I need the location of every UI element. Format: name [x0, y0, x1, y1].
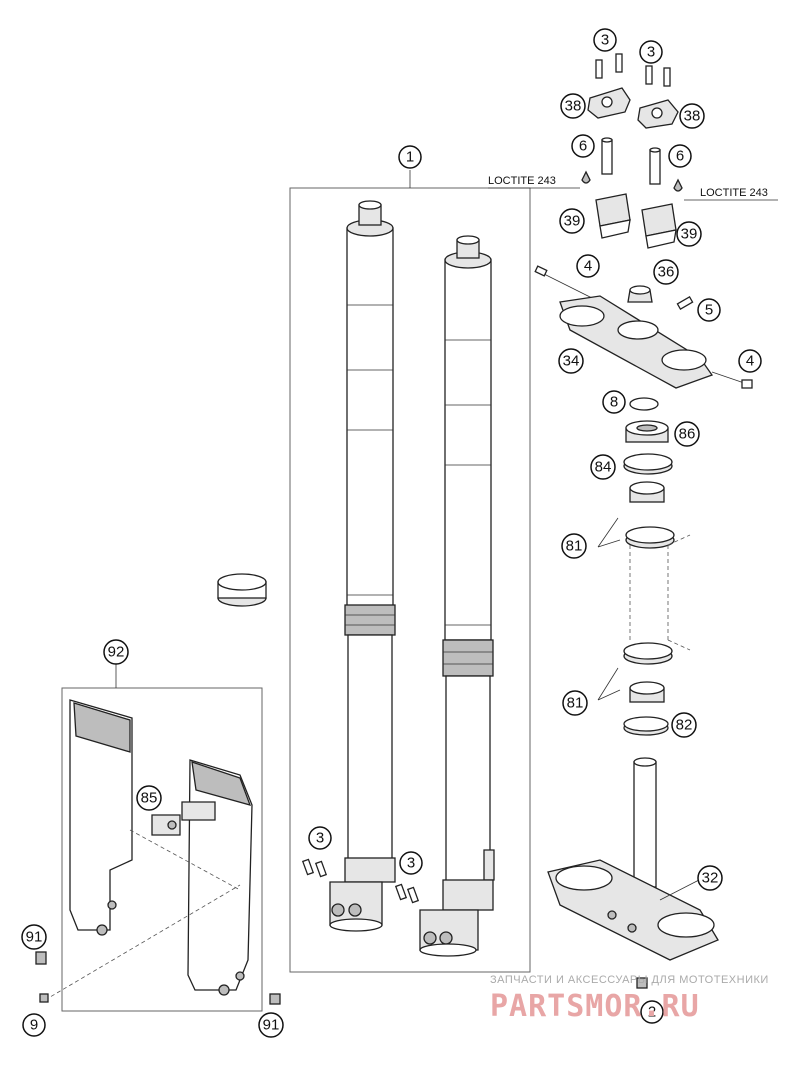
axle-clamp-screws-left: [301, 858, 328, 878]
clamp-bolt-left: [601, 137, 613, 175]
svg-text:4: 4: [746, 353, 754, 370]
svg-text:85: 85: [141, 790, 158, 807]
callout-3-top-left: 3: [593, 28, 617, 52]
fork-leg-left: [329, 200, 396, 932]
callout-4-right: 4: [738, 349, 762, 373]
svg-text:3: 3: [647, 44, 655, 61]
fork-guard-frame: [61, 687, 263, 1012]
callout-81-top: 81: [561, 533, 587, 559]
loctite-label-right: LOCTITE 243: [700, 187, 768, 199]
lower-triple-clamp: [547, 757, 719, 961]
svg-text:82: 82: [676, 717, 693, 734]
watermark-caption: ЗАПЧАСТИ И АКСЕССУАРЫ ДЛЯ МОТОТЕХНИКИ: [490, 974, 769, 986]
svg-text:91: 91: [263, 1017, 280, 1034]
callout-39-right: 39: [676, 221, 702, 247]
svg-text:5: 5: [705, 302, 713, 319]
top-triple-clamp: [534, 265, 753, 389]
callout-3-fork-right: 3: [399, 851, 423, 875]
axle-clamp-screws-right: [394, 883, 420, 904]
callout-84: 84: [590, 454, 616, 480]
svg-text:39: 39: [564, 213, 581, 230]
svg-text:84: 84: [595, 459, 612, 476]
callout-39-left: 39: [559, 208, 585, 234]
callout-6-left: 6: [571, 134, 595, 158]
svg-text:81: 81: [566, 538, 583, 555]
svg-text:39: 39: [681, 226, 698, 243]
svg-text:2: 2: [648, 1004, 656, 1021]
svg-text:34: 34: [563, 353, 580, 370]
svg-text:81: 81: [567, 695, 584, 712]
handlebar-bolts-left: [595, 53, 623, 79]
bearing-ring-top: [623, 453, 673, 475]
svg-text:38: 38: [684, 108, 701, 125]
handlebar-clamp-top-left: [587, 87, 631, 119]
svg-text:9: 9: [30, 1017, 38, 1034]
svg-text:32: 32: [702, 870, 719, 887]
callout-91-left: 91: [21, 924, 47, 950]
callout-91-right: 91: [258, 1012, 284, 1038]
svg-text:1: 1: [406, 149, 414, 166]
callout-82: 82: [671, 712, 697, 738]
callout-6-right: 6: [668, 144, 692, 168]
loctite-label-left: LOCTITE 243: [488, 175, 556, 187]
svg-text:3: 3: [316, 830, 324, 847]
svg-text:4: 4: [584, 258, 592, 275]
lower-clamp-screw: [636, 977, 648, 989]
callout-8: 8: [602, 390, 626, 414]
callout-3-top-right: 3: [639, 40, 663, 64]
svg-text:86: 86: [679, 426, 696, 443]
fork-leg-right: [419, 235, 495, 957]
svg-text:36: 36: [658, 264, 675, 281]
callout-85: 85: [136, 785, 162, 811]
handlebar-bolts-right: [645, 65, 671, 87]
svg-text:3: 3: [407, 855, 415, 872]
callout-3-fork-left: 3: [308, 826, 332, 850]
watermark-brand: PARTSMOR.RU: [490, 989, 700, 1024]
callout-5: 5: [697, 298, 721, 322]
svg-text:92: 92: [108, 644, 125, 661]
callout-36: 36: [653, 259, 679, 285]
svg-text:38: 38: [565, 98, 582, 115]
bearing-cup-bottom: [623, 642, 673, 665]
handlebar-clamp-lower-right: [641, 203, 677, 249]
seal: [625, 420, 669, 443]
lower-seal: [623, 716, 669, 736]
callout-32: 32: [697, 865, 723, 891]
bearing-bottom: [629, 681, 665, 703]
clamp-bolt-right: [649, 147, 661, 185]
svg-text:3: 3: [601, 32, 609, 49]
loctite-drop-right: [673, 178, 683, 192]
svg-text:6: 6: [579, 138, 587, 155]
callout-2: 2: [640, 1000, 664, 1024]
fork-guard-right: [187, 759, 253, 996]
guard-screw-left: [35, 951, 47, 965]
callout-92: 92: [103, 639, 129, 665]
callout-9: 9: [22, 1013, 46, 1037]
fork-nut-ring: [217, 573, 267, 607]
bearing-top: [629, 481, 665, 503]
callout-86: 86: [674, 421, 700, 447]
svg-text:6: 6: [676, 148, 684, 165]
callout-38-left: 38: [560, 93, 586, 119]
callout-4-top: 4: [576, 254, 600, 278]
fork-guard-left: [69, 699, 133, 936]
callout-81-bottom: 81: [562, 690, 588, 716]
loctite-drop-left: [581, 170, 591, 184]
guard-screw-right: [269, 993, 281, 1005]
handlebar-clamp-top-right: [637, 99, 679, 129]
handlebar-clamp-lower-left: [595, 193, 631, 239]
callout-1: 1: [398, 145, 422, 169]
svg-text:91: 91: [26, 929, 43, 946]
guard-bracket: [151, 801, 216, 836]
guard-screw-bottom: [39, 993, 49, 1003]
svg-text:8: 8: [610, 394, 618, 411]
callout-34: 34: [558, 348, 584, 374]
callout-38-right: 38: [679, 103, 705, 129]
o-ring: [629, 397, 659, 411]
bearing-cup-top: [625, 526, 675, 549]
